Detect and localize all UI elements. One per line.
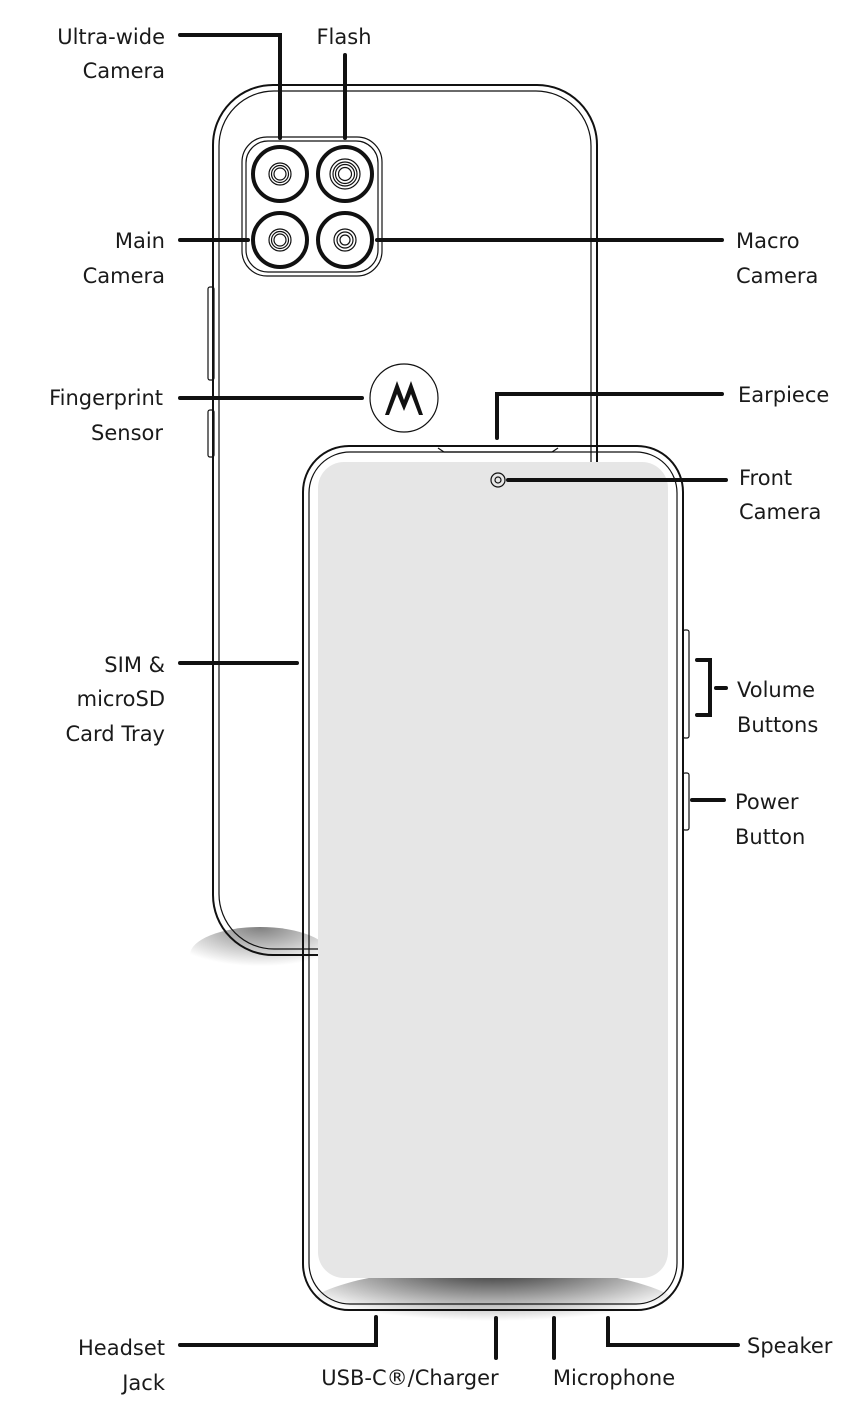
camera-module	[241, 136, 383, 277]
label-sim-tray: Card Tray	[66, 722, 165, 746]
back-shadow	[190, 927, 330, 983]
motorola-logo-icon	[369, 363, 439, 433]
label-volume-buttons: Buttons	[737, 713, 818, 737]
leader-ultra-wide	[178, 33, 282, 140]
label-macro-camera: Macro	[736, 229, 800, 253]
label-earpiece: Earpiece	[738, 383, 829, 407]
label-sim-tray: microSD	[77, 687, 165, 711]
leader-volume-bracket	[695, 658, 712, 717]
phone-front	[302, 445, 690, 1357]
label-fingerprint-sensor: Fingerprint	[49, 386, 163, 410]
main-camera-lens	[251, 211, 309, 269]
label-macro-camera: Camera	[736, 264, 818, 288]
label-ultra-wide-camera: Camera	[83, 59, 165, 83]
label-volume-buttons: Volume	[737, 678, 815, 702]
front-body	[302, 445, 684, 1311]
screen	[318, 462, 668, 1278]
earpiece-slot	[437, 447, 559, 453]
label-headset-jack: Jack	[120, 1371, 166, 1395]
label-usb-charger: USB-C®/Charger	[321, 1366, 499, 1390]
label-ultra-wide-camera: Ultra-wide	[57, 25, 165, 49]
leader-headset-jack	[178, 1315, 378, 1347]
leader-earpiece	[495, 392, 724, 440]
label-main-camera: Main	[115, 229, 165, 253]
front-camera-icon	[490, 472, 506, 488]
label-headset-jack: Headset	[78, 1336, 165, 1360]
back-side-button	[207, 286, 215, 381]
label-fingerprint-sensor: Sensor	[91, 421, 163, 445]
label-power-button: Power	[735, 790, 799, 814]
label-main-camera: Camera	[83, 264, 165, 288]
labels: Ultra-wide Camera Flash Main Camera Macr…	[49, 25, 833, 1395]
macro-camera-lens	[316, 211, 374, 269]
flash-lens	[316, 145, 374, 203]
label-power-button: Button	[735, 825, 805, 849]
front-shadow	[303, 1267, 683, 1357]
label-front-camera: Camera	[739, 500, 821, 524]
label-microphone: Microphone	[553, 1366, 675, 1390]
label-sim-tray: SIM &	[104, 653, 165, 677]
leader-speaker	[606, 1316, 740, 1347]
label-front-camera: Front	[739, 466, 792, 490]
ultra-wide-camera-lens	[251, 145, 309, 203]
back-side-button	[207, 409, 215, 458]
label-flash: Flash	[316, 25, 371, 49]
label-speaker: Speaker	[747, 1334, 833, 1358]
leader-lines	[178, 33, 740, 1360]
